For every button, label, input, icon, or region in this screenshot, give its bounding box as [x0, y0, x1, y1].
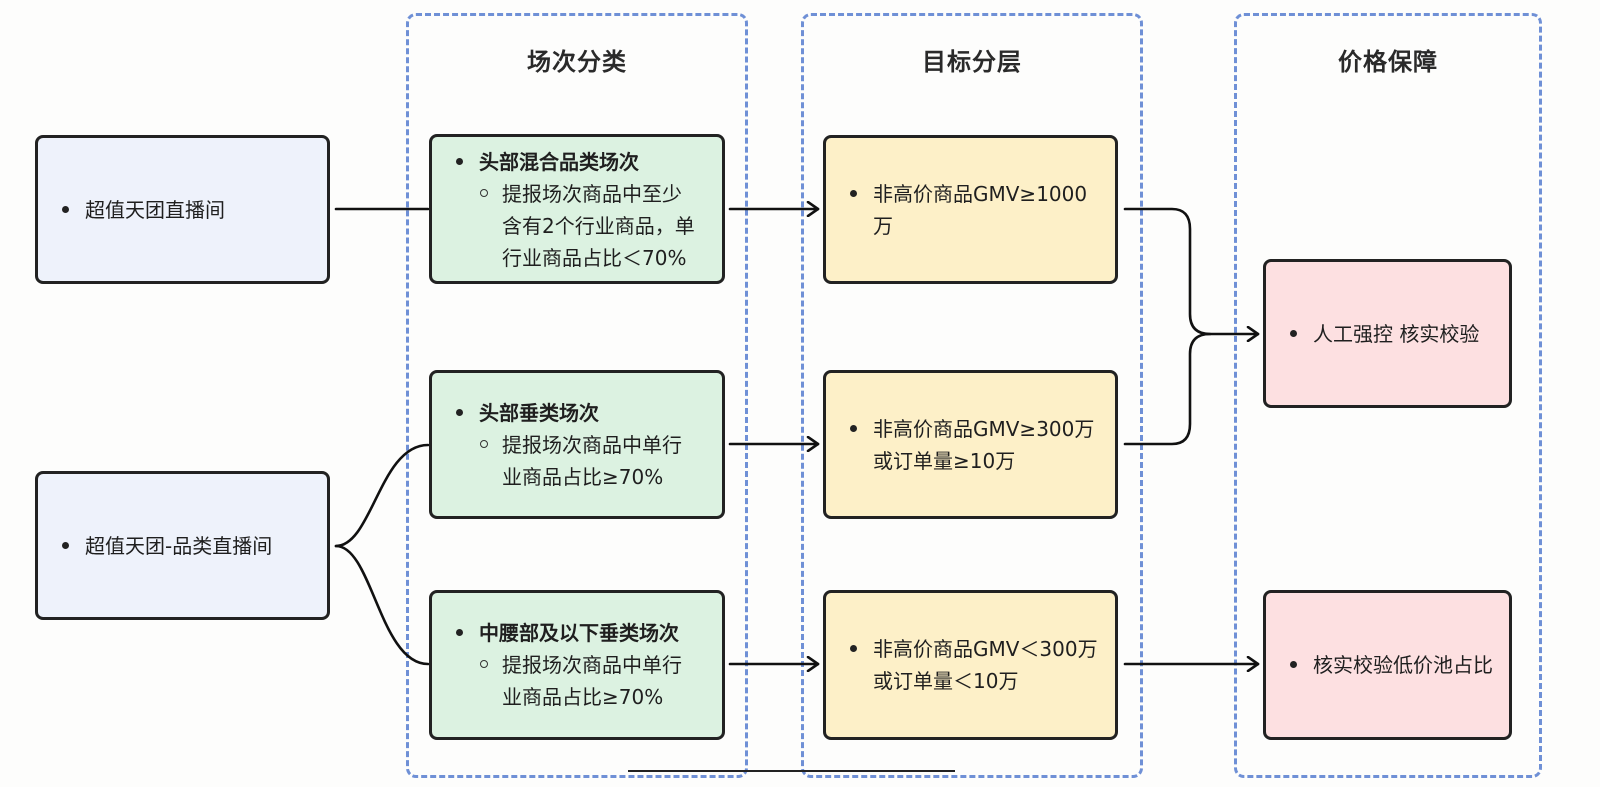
target-node-gmv-1000[interactable]: 非高价商品GMV≥1000万 [823, 135, 1118, 284]
source-label: 超值天团-品类直播间 [85, 533, 273, 558]
source-node-content: 超值天团-品类直播间 [38, 474, 327, 617]
target-line: 非高价商品GMV≥1000万 [873, 181, 1088, 238]
target-node-content: 非高价商品GMV＜300万 或订单量＜10万 [826, 593, 1115, 737]
guarantee-node-manual-control[interactable]: 人工强控 核实校验 [1263, 259, 1512, 408]
sub-bullet-item: 提报场次商品中单行 业商品占比≥70% [452, 429, 710, 493]
source-node-tianttuan[interactable]: 超值天团直播间 [35, 135, 330, 284]
bullet-item: 中腰部及以下垂类场次 [452, 617, 710, 649]
connector-target2-guarantee1 [1123, 332, 1212, 446]
source-node-category-live[interactable]: 超值天团-品类直播间 [35, 471, 330, 620]
guarantee-node-content: 核实校验低价池占比 [1266, 593, 1509, 737]
sub-bullet-ring [480, 439, 488, 448]
target-line: 非高价商品GMV＜300万 [873, 637, 1098, 661]
bullet-item: 超值天团直播间 [58, 194, 315, 226]
guarantee-node-low-price-pool[interactable]: 核实校验低价池占比 [1263, 590, 1512, 740]
category-title: 头部混合品类场次 [479, 150, 639, 174]
bullet-dot [850, 645, 857, 652]
bullet-dot [456, 629, 463, 636]
lane-title-guarantee: 价格保障 [1338, 48, 1438, 76]
detail-line: 提报场次商品中至少 [502, 182, 682, 206]
category-detail: 提报场次商品中单行 业商品占比≥70% [502, 649, 682, 713]
source-label: 超值天团直播间 [85, 197, 225, 222]
detail-line: 业商品占比≥70% [502, 464, 664, 489]
target-node-content: 非高价商品GMV≥1000万 [826, 138, 1115, 281]
bullet-item: 非高价商品GMV≥300万 或订单量≥10万 [846, 413, 1103, 477]
bullet-item: 头部混合品类场次 [452, 146, 710, 178]
bullet-item: 头部垂类场次 [452, 397, 710, 429]
sub-bullet-item: 提报场次商品中单行 业商品占比≥70% [452, 649, 710, 713]
guarantee-label: 人工强控 核实校验 [1313, 321, 1480, 346]
guarantee-label: 核实校验低价池占比 [1313, 653, 1493, 677]
target-line: 非高价商品GMV≥300万 [873, 416, 1095, 441]
category-detail: 提报场次商品中至少 含有2个行业商品，单 行业商品占比＜70% [502, 178, 695, 274]
detail-line: 业商品占比≥70% [502, 685, 664, 709]
category-node-content: 中腰部及以下垂类场次 提报场次商品中单行 业商品占比≥70% [432, 593, 722, 737]
connector-target1-guarantee1 [1123, 207, 1260, 334]
sub-bullet-ring [480, 189, 488, 197]
detail-line: 行业商品占比＜70% [502, 246, 687, 270]
target-text: 非高价商品GMV＜300万 或订单量＜10万 [873, 633, 1098, 697]
category-node-mixed[interactable]: 头部混合品类场次 提报场次商品中至少 含有2个行业商品，单 行业商品占比＜70% [429, 134, 725, 284]
source-node-content: 超值天团直播间 [38, 138, 327, 281]
target-node-content: 非高价商品GMV≥300万 或订单量≥10万 [826, 373, 1115, 516]
target-node-gmv-below-300[interactable]: 非高价商品GMV＜300万 或订单量＜10万 [823, 590, 1118, 740]
connector-source2-category2 [334, 443, 430, 548]
bottom-divider [628, 770, 955, 772]
sub-bullet-ring [480, 660, 488, 668]
target-text: 非高价商品GMV≥1000万 [873, 178, 1103, 242]
lane-title-category: 场次分类 [527, 48, 627, 76]
category-node-mid-vertical[interactable]: 中腰部及以下垂类场次 提报场次商品中单行 业商品占比≥70% [429, 590, 725, 740]
bullet-dot [62, 205, 69, 213]
bullet-dot [456, 408, 463, 416]
bullet-dot [456, 158, 463, 165]
category-title: 头部垂类场次 [479, 400, 599, 425]
sub-bullet-item: 提报场次商品中至少 含有2个行业商品，单 行业商品占比＜70% [452, 178, 710, 274]
target-text: 非高价商品GMV≥300万 或订单量≥10万 [873, 413, 1094, 477]
detail-line: 提报场次商品中单行 [502, 432, 682, 457]
connector-source2-category3 [334, 544, 430, 666]
category-node-content: 头部垂类场次 提报场次商品中单行 业商品占比≥70% [432, 373, 722, 516]
category-detail: 提报场次商品中单行 业商品占比≥70% [502, 429, 682, 493]
bullet-dot [850, 424, 857, 432]
lane-category [406, 13, 748, 778]
target-line: 或订单量＜10万 [873, 669, 1019, 693]
bullet-item: 非高价商品GMV＜300万 或订单量＜10万 [846, 633, 1103, 697]
bullet-dot [62, 541, 69, 549]
detail-line: 含有2个行业商品，单 [502, 214, 695, 238]
lane-title-target: 目标分层 [922, 48, 1022, 76]
lane-target [801, 13, 1143, 778]
target-node-gmv-300[interactable]: 非高价商品GMV≥300万 或订单量≥10万 [823, 370, 1118, 519]
detail-line: 提报场次商品中单行 [502, 653, 682, 677]
bullet-item: 超值天团-品类直播间 [58, 530, 315, 562]
bullet-item: 人工强控 核实校验 [1286, 318, 1497, 350]
bullet-dot [1290, 661, 1297, 668]
category-title: 中腰部及以下垂类场次 [479, 621, 679, 645]
guarantee-node-content: 人工强控 核实校验 [1266, 262, 1509, 405]
bullet-dot [850, 189, 857, 197]
lane-guarantee [1234, 13, 1542, 778]
bullet-item: 核实校验低价池占比 [1286, 649, 1497, 681]
category-node-head-vertical[interactable]: 头部垂类场次 提报场次商品中单行 业商品占比≥70% [429, 370, 725, 519]
target-line: 或订单量≥10万 [873, 448, 1016, 473]
bullet-dot [1290, 329, 1297, 337]
bullet-item: 非高价商品GMV≥1000万 [846, 178, 1103, 242]
category-node-content: 头部混合品类场次 提报场次商品中至少 含有2个行业商品，单 行业商品占比＜70% [432, 137, 722, 281]
